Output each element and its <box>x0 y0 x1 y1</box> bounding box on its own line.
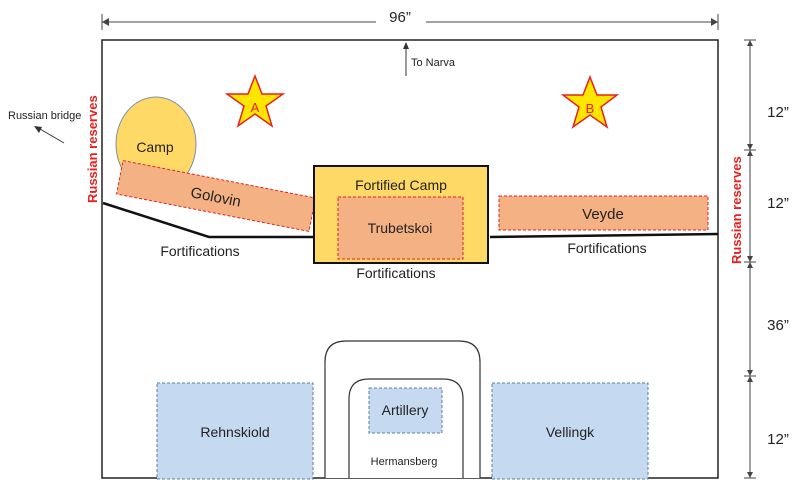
veyde-unit: Veyde <box>498 195 709 231</box>
fortifications-left-label: Fortifications <box>160 243 239 259</box>
width-label: 96” <box>389 9 411 26</box>
fortifications-right-label: Fortifications <box>567 240 646 256</box>
star-a: A <box>224 73 286 128</box>
to-narva-label: To Narva <box>411 57 456 69</box>
height-label-4: 12” <box>767 431 789 448</box>
golovin-unit: Golovin <box>115 160 317 232</box>
artillery-unit: Artillery <box>368 387 443 434</box>
height-dimension: 12” 12” 36” 12” <box>744 39 798 479</box>
star-a-label: A <box>251 100 260 115</box>
vellingk-unit: Vellingk <box>491 382 649 480</box>
russian-reserves-right: Russian reserves <box>729 156 744 264</box>
trubetskoi-unit: Trubetskoi <box>337 196 464 260</box>
fortified-camp-label: Fortified Camp <box>355 177 447 193</box>
artillery-label: Artillery <box>382 402 429 418</box>
height-label-1: 12” <box>767 104 789 121</box>
fortifications-center-label: Fortifications <box>356 265 435 281</box>
height-label-2: 12” <box>767 195 789 212</box>
width-dimension: 96” <box>101 8 719 30</box>
russian-reserves-left: Russian reserves <box>85 95 100 203</box>
vellingk-label: Vellingk <box>546 424 595 440</box>
camp-label: Camp <box>136 139 174 155</box>
height-label-3: 36” <box>767 317 789 334</box>
arrow-up-icon <box>403 42 409 49</box>
hermansberg-label: Hermansberg <box>371 456 438 468</box>
veyde-label: Veyde <box>582 206 624 223</box>
russian-bridge-marker: Russian bridge <box>8 110 81 144</box>
arrow-icon <box>34 126 42 133</box>
star-b: B <box>560 74 620 129</box>
trubetskoi-label: Trubetskoi <box>368 220 433 236</box>
star-icon <box>560 74 620 129</box>
star-icon <box>224 73 286 128</box>
rehnskiold-label: Rehnskiold <box>200 424 269 440</box>
fortification-lines <box>102 201 719 239</box>
to-narva-marker: To Narva <box>403 42 456 76</box>
star-b-label: B <box>586 101 595 116</box>
rehnskiold-unit: Rehnskiold <box>156 382 314 480</box>
russian-bridge-label: Russian bridge <box>8 110 81 122</box>
